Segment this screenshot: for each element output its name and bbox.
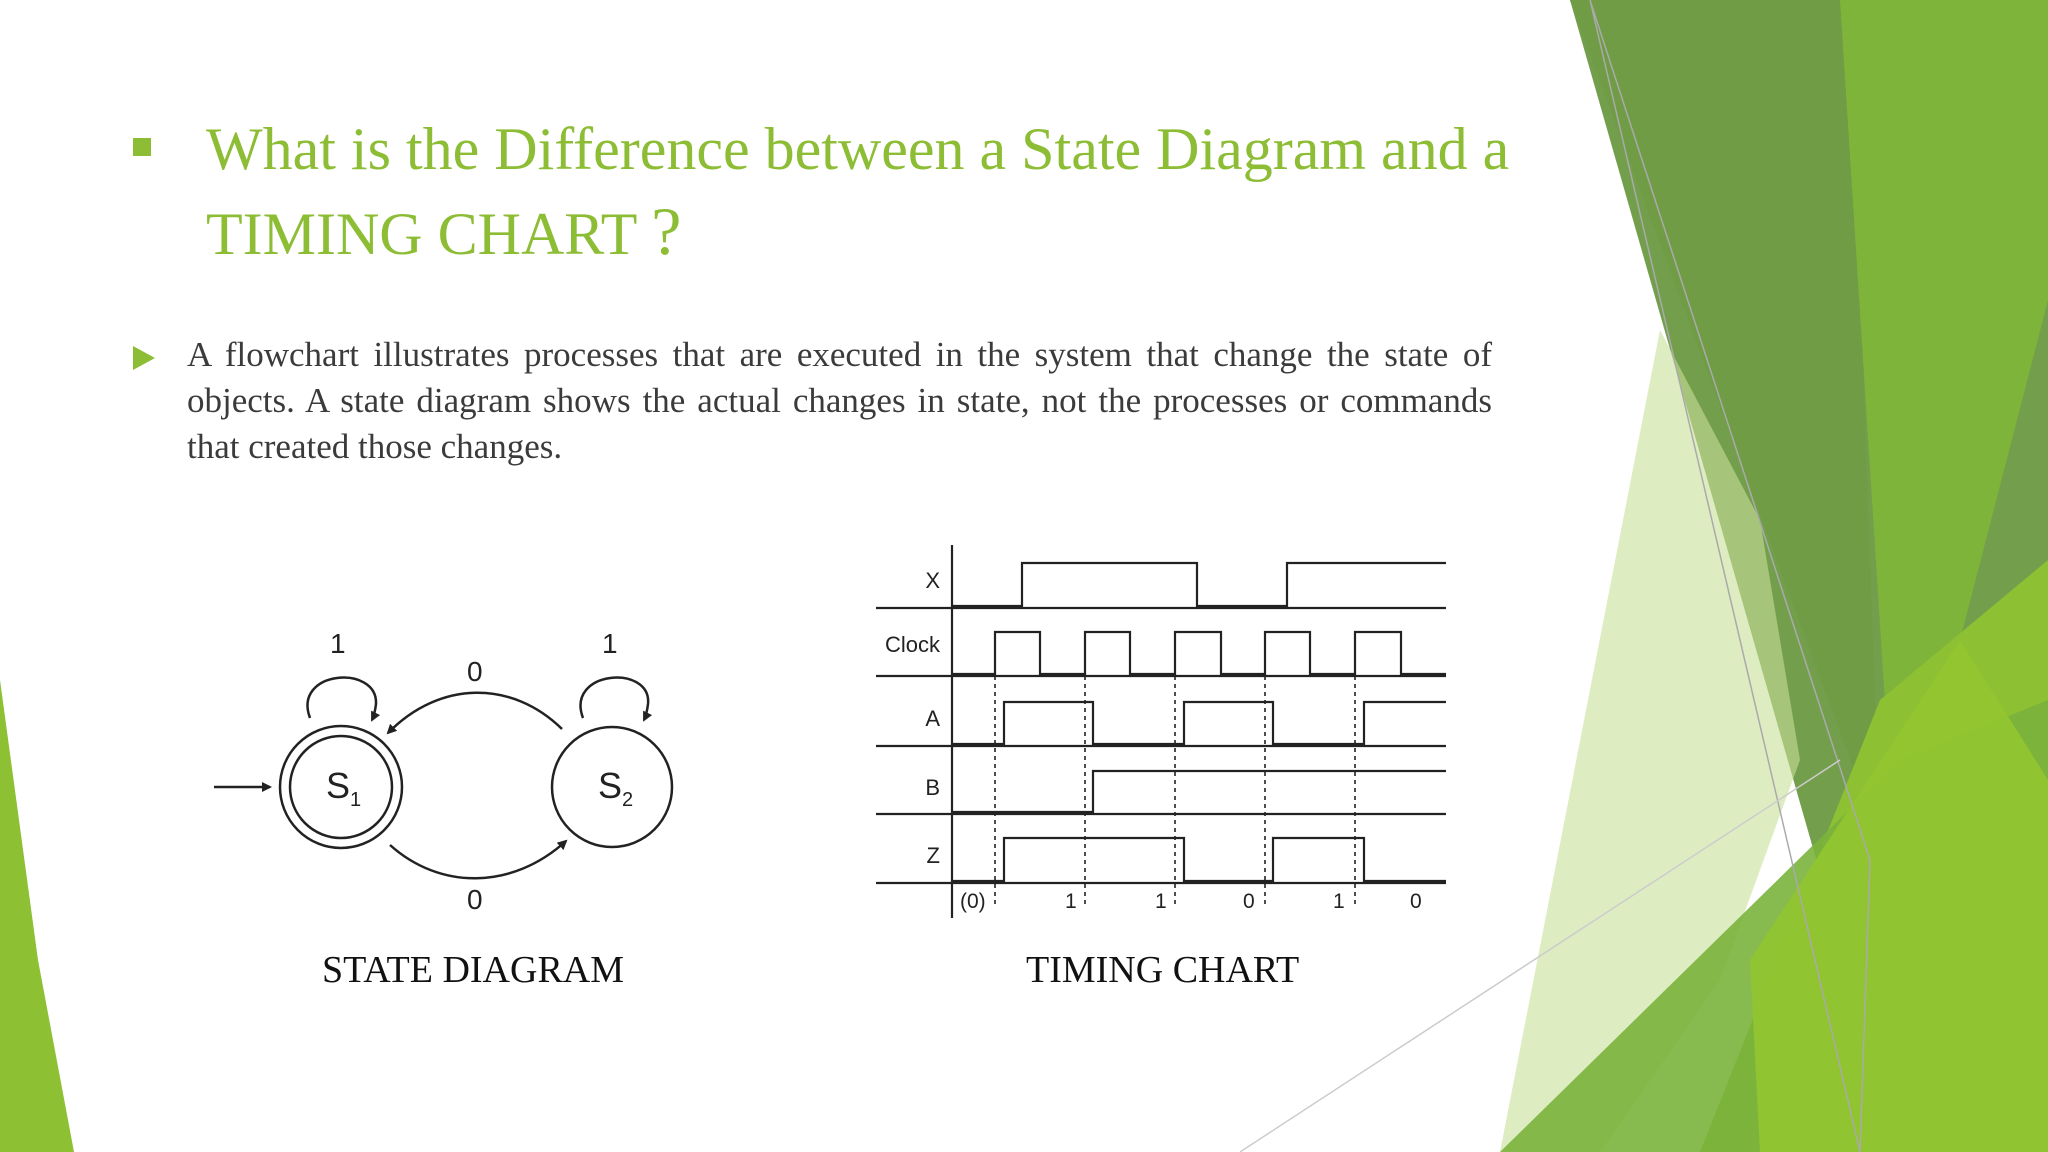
- timing-chart-graphic: [876, 545, 1446, 918]
- state-s1-outer: [278, 724, 404, 850]
- body-bullet-icon: [133, 346, 155, 370]
- input-value: 0: [1410, 890, 1422, 913]
- transition-s1-s2-label: 0: [467, 884, 483, 915]
- signal-x-wave: [952, 561, 1446, 608]
- clock-edge-markers: [994, 676, 1356, 906]
- state-diagram-graphic: [214, 676, 674, 880]
- state-s1-inner: [288, 734, 394, 840]
- signal-label-a: A: [925, 706, 940, 731]
- signal-label-x: X: [925, 568, 940, 593]
- self-loop-s1-label: 1: [330, 628, 346, 659]
- state-s1-subscript: 1: [350, 789, 362, 812]
- input-value: 1: [1155, 890, 1167, 913]
- state-s2-subscript: 2: [622, 789, 634, 812]
- input-value: 1: [1333, 890, 1345, 913]
- transition-s1-s2: [389, 839, 568, 880]
- self-loop-s2-label: 1: [602, 628, 618, 659]
- signal-z-wave: [952, 836, 1446, 883]
- state-s1-label: S1: [326, 765, 362, 812]
- transition-s2-s1: [386, 691, 563, 735]
- input-value: (0): [960, 890, 986, 913]
- input-value: 0: [1243, 890, 1255, 913]
- self-loop-s1: [306, 676, 381, 722]
- signal-label-clock: Clock: [884, 632, 940, 657]
- signal-label-b: B: [925, 775, 940, 800]
- signal-clock-wave: [952, 630, 1446, 676]
- state-s2: [550, 725, 674, 849]
- slide-title-text: What is the Difference between a State D…: [206, 116, 1510, 267]
- signal-a-wave: [952, 700, 1446, 746]
- slide-title-question-mark: ?: [651, 193, 682, 269]
- state-s2-label: S2: [598, 765, 634, 812]
- signal-b-wave: [952, 769, 1446, 814]
- signal-label-z: Z: [926, 843, 940, 868]
- slide-title: What is the Difference between a State D…: [206, 108, 1546, 275]
- input-value: 1: [1065, 890, 1077, 913]
- self-loop-s2: [579, 676, 653, 722]
- transition-s2-s1-label: 0: [467, 656, 483, 687]
- title-bullet-icon: [133, 138, 151, 156]
- state-diagram-caption: STATE DIAGRAM: [322, 949, 625, 991]
- body-paragraph: A flowchart illustrates processes that a…: [187, 335, 1492, 466]
- timing-chart-caption: TIMING CHART: [1026, 949, 1300, 991]
